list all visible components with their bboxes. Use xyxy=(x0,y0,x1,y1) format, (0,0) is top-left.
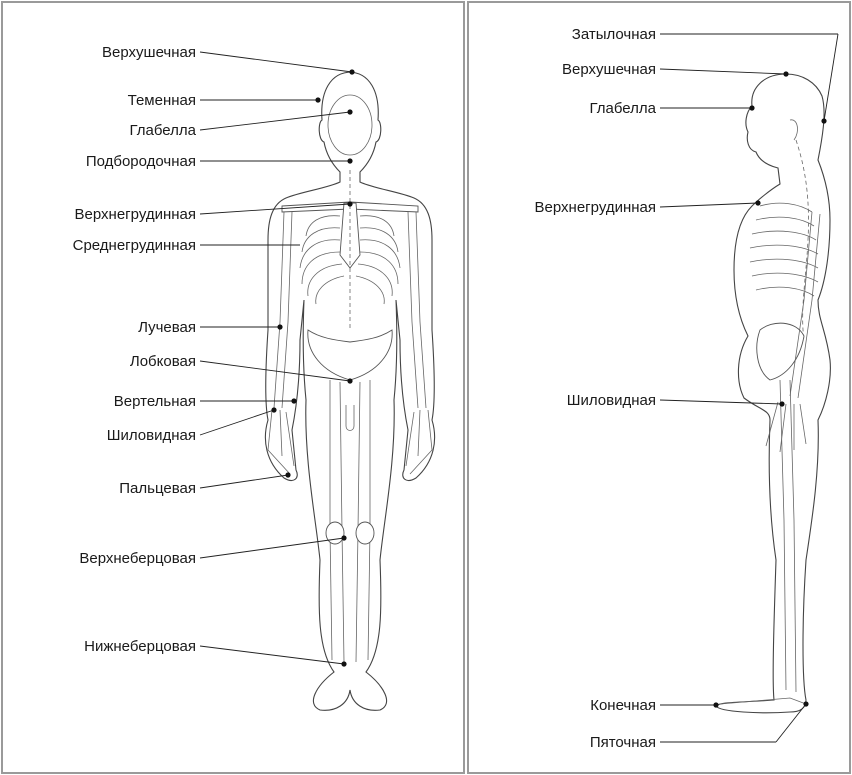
right-label-stylion: Шиловидная xyxy=(567,392,656,409)
front-left-knee xyxy=(326,522,344,544)
point-trochanterion xyxy=(291,398,296,403)
left-label-parietal: Теменная xyxy=(128,92,196,109)
left-label-gnathion: Подбородочная xyxy=(86,153,196,170)
right-label-opisthocranion: Затылочная xyxy=(572,26,656,43)
side-ribs xyxy=(750,203,818,296)
side-pelvis xyxy=(757,323,804,380)
side-figure xyxy=(716,74,830,713)
front-left-arm-bones xyxy=(274,212,292,408)
side-point-vertex xyxy=(783,71,788,76)
point-glabella xyxy=(347,109,352,114)
left-label-trochanterion: Вертельная xyxy=(114,393,196,410)
front-body-outline xyxy=(265,72,434,710)
point-parietal xyxy=(315,97,320,102)
point-vertex xyxy=(349,69,354,74)
point-stylion xyxy=(271,407,276,412)
left-label-tibiale: Верхнеберцовая xyxy=(79,550,196,567)
side-point-pternion xyxy=(803,701,808,706)
left-label-radiale: Лучевая xyxy=(138,319,196,336)
side-hand xyxy=(766,402,806,452)
point-suprasternale xyxy=(347,201,352,206)
side-point-stylion xyxy=(779,401,784,406)
front-right-hand xyxy=(406,410,432,474)
front-right-arm-bones xyxy=(408,212,426,408)
right-label-pternion: Пяточная xyxy=(590,734,656,751)
side-ear xyxy=(790,120,797,140)
side-point-opisthocranion xyxy=(821,118,826,123)
left-label-dactylion: Пальцевая xyxy=(119,480,196,497)
left-label-symphysion: Лобковая xyxy=(130,353,196,370)
front-left-leg-bones xyxy=(330,380,344,662)
front-figure xyxy=(265,72,434,710)
point-tibiale xyxy=(341,535,346,540)
right-label-akropodion: Конечная xyxy=(590,697,656,714)
side-point-akropodion xyxy=(713,702,718,707)
left-label-stylion: Шиловидная xyxy=(107,427,196,444)
front-groin-mark xyxy=(346,405,354,431)
side-body-outline xyxy=(716,74,830,713)
left-label-suprasternale: Верхнегрудинная xyxy=(75,206,196,223)
point-symphysion xyxy=(347,378,352,383)
right-label-vertex: Верхушечная xyxy=(562,61,656,78)
point-sphyrion xyxy=(341,661,346,666)
right-labels: Затылочная Верхушечная Глабелла Верхнегр… xyxy=(535,26,657,751)
front-left-hand xyxy=(268,410,294,474)
right-points xyxy=(713,71,826,707)
left-label-vertex: Верхушечная xyxy=(102,44,196,61)
left-label-glabella: Глабелла xyxy=(130,122,197,139)
side-point-suprasternale xyxy=(755,200,760,205)
front-right-leg-bones xyxy=(356,380,370,662)
right-leader-lines xyxy=(660,34,838,742)
front-pelvis xyxy=(308,330,392,380)
right-panel-frame xyxy=(468,2,850,773)
side-point-glabella xyxy=(749,105,754,110)
front-right-knee xyxy=(356,522,374,544)
left-label-sphyrion: Нижнеберцовая xyxy=(84,638,196,655)
right-label-suprasternale: Верхнегрудинная xyxy=(535,199,656,216)
point-dactylion xyxy=(285,472,290,477)
point-gnathion xyxy=(347,158,352,163)
point-radiale xyxy=(277,324,282,329)
left-label-mesosternale: Среднегрудинная xyxy=(73,237,196,254)
front-face-ellipse xyxy=(328,95,372,155)
right-label-glabella: Глабелла xyxy=(590,100,657,117)
left-labels: Верхушечная Теменная Глабелла Подбородоч… xyxy=(73,44,197,655)
